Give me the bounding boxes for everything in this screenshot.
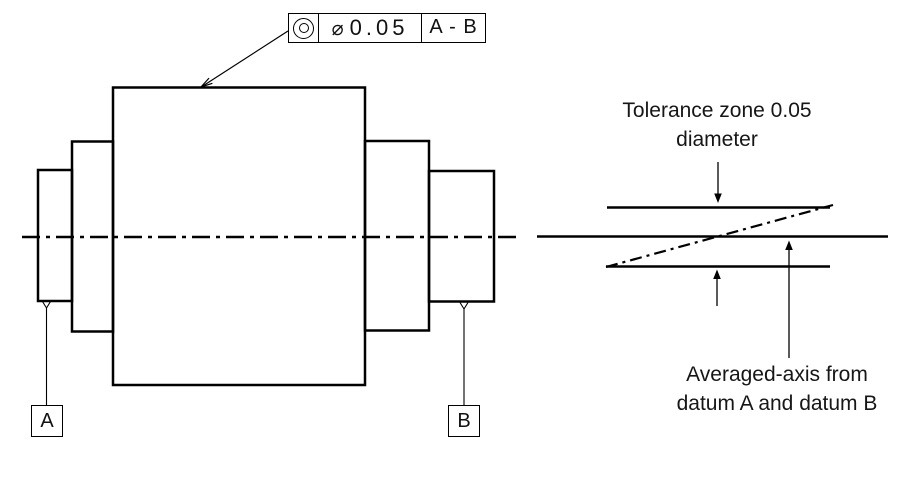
fcf-leader-line bbox=[201, 30, 289, 88]
datum-a-triangle-icon bbox=[42, 301, 51, 310]
averaged-axis-arrow-up bbox=[785, 240, 793, 358]
concentricity-icon-inner-circle bbox=[298, 23, 309, 33]
datum-b-label: B bbox=[457, 409, 471, 432]
datum-a-label: A bbox=[40, 409, 54, 432]
tolerance-zone-diagram bbox=[537, 162, 888, 358]
actual-axis-line bbox=[605, 203, 834, 269]
averaged-axis-label-line1: Averaged-axis from bbox=[686, 363, 868, 386]
datum-b-triangle-icon bbox=[459, 302, 469, 311]
datum-b-box: B bbox=[448, 405, 480, 437]
tolerance-value: 0.05 bbox=[349, 14, 409, 40]
datum-b-leader bbox=[459, 302, 469, 405]
fcf-leader bbox=[199, 30, 289, 89]
shaft-left-journal bbox=[36, 168, 74, 303]
tolerance-zone-arrow-up bbox=[713, 269, 721, 306]
tolerance-zone-label: Tolerance zone 0.05 diameter bbox=[567, 96, 867, 154]
datum-a-box: A bbox=[31, 405, 63, 437]
fcf-tolerance-cell: ⌀ 0.05 bbox=[318, 14, 421, 42]
concentricity-icon bbox=[293, 17, 314, 39]
shaft-right-step bbox=[363, 139, 431, 332]
fcf-symbol-cell bbox=[289, 14, 318, 42]
feature-control-frame: ⌀ 0.05 A - B bbox=[288, 13, 486, 43]
averaged-axis-label: Averaged-axis from datum A and datum B bbox=[627, 360, 910, 418]
diameter-symbol: ⌀ bbox=[331, 15, 344, 40]
shaft-right-journal bbox=[427, 169, 496, 303]
tolerance-zone-label-line2: diameter bbox=[676, 128, 758, 151]
tolerance-zone-label-line1: Tolerance zone 0.05 bbox=[622, 99, 812, 122]
tolerance-zone-arrow-down bbox=[714, 162, 722, 203]
arrow-up-head-icon bbox=[713, 269, 721, 279]
datum-a-leader bbox=[42, 301, 51, 405]
fcf-datum-cell: A - B bbox=[421, 14, 485, 42]
fcf-leader-arrowhead-icon bbox=[199, 77, 213, 89]
arrow-down-head-icon bbox=[714, 193, 722, 203]
arrow-up-head-icon bbox=[785, 240, 793, 250]
averaged-axis-label-line2: datum A and datum B bbox=[676, 392, 878, 415]
